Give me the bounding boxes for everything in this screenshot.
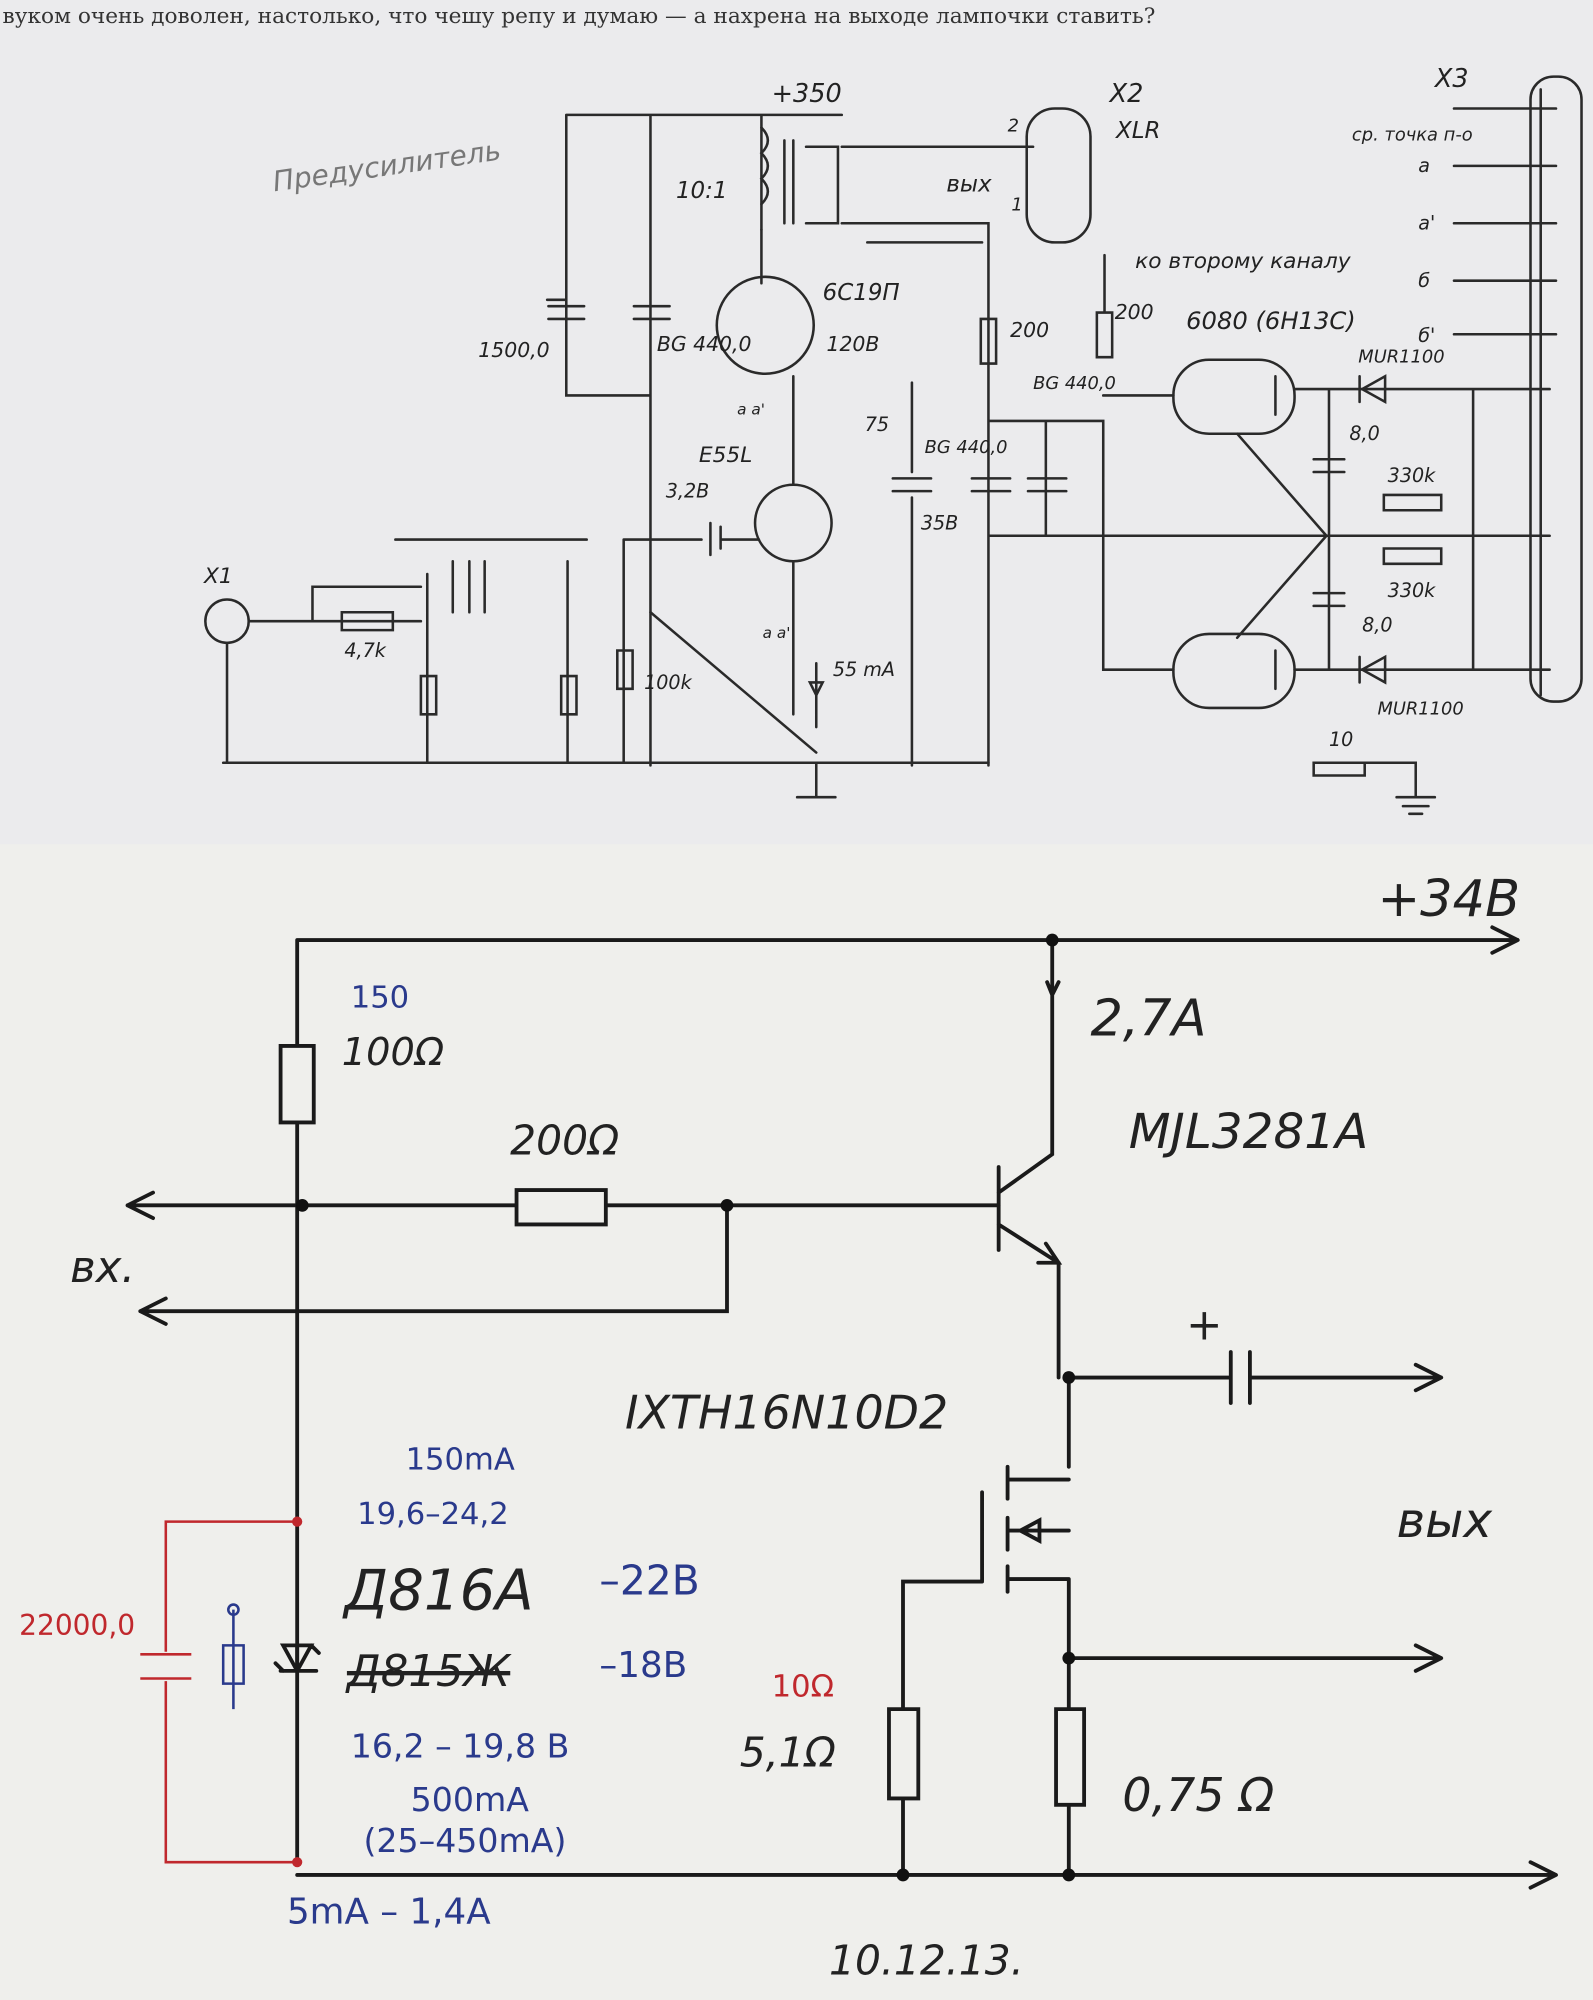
r330k-label-b: 330k [1388, 579, 1437, 602]
tube-6080-a [1172, 358, 1296, 435]
node-dot [295, 1198, 309, 1212]
r100k-label: 100k [644, 671, 693, 694]
node-dot [720, 1198, 734, 1212]
x3-pin-2: а' [1418, 212, 1435, 235]
r47k-label: 4,7k [344, 639, 386, 662]
v120-label: 120В [826, 332, 879, 356]
node-dot [1062, 1371, 1076, 1384]
r-top-alt: 150 [351, 981, 409, 1016]
transistor-label: MJL3281A [1129, 1104, 1369, 1160]
node-dot [1062, 1651, 1076, 1665]
second-channel-label: ко второму каналу [1135, 249, 1352, 274]
x1-label: X1 [203, 564, 233, 589]
node-dot-red [292, 1516, 303, 1527]
input-label: вх. [70, 1243, 135, 1293]
node-dot [1062, 1868, 1076, 1882]
x3-pin-0: ср. точка п-о [1352, 124, 1473, 145]
supply-350: +350 [772, 79, 842, 109]
tube2-label: E55L [699, 443, 752, 468]
bottom-labels: +34В 2,7А MJL3281A 150 100Ω 200Ω вх. IXT… [19, 870, 1520, 1985]
output-label: вых [1397, 1493, 1494, 1549]
red-cap-label: 22000,0 [19, 1609, 135, 1642]
top-sheet [0, 0, 1593, 845]
r330k-label-a: 330k [1388, 464, 1437, 487]
supply-34v: +34В [1377, 870, 1520, 929]
r-gate-old: 5,1Ω [740, 1729, 836, 1777]
r200-label-a: 200 [1010, 318, 1049, 342]
diode1-label: MUR1100 [1358, 346, 1444, 367]
zener2-range: 16,2 – 19,8 В [351, 1727, 570, 1766]
v32-label: 3,2В [666, 479, 710, 502]
x2-connector [1025, 107, 1092, 244]
c8-label-b: 8,0 [1362, 613, 1392, 636]
zener1-voltage: –22В [599, 1556, 699, 1604]
c440-label-3: BG 440,0 [1033, 373, 1116, 394]
zener1-label: Д816А [341, 1559, 533, 1624]
zener-sketch-blue [221, 1609, 245, 1710]
v35-label: 35В [921, 511, 958, 534]
zener2-current: 500mA [411, 1780, 530, 1819]
r-base-label: 200Ω [510, 1116, 619, 1164]
pin1-label: 1 [1011, 195, 1022, 216]
r-gate-new: 10Ω [772, 1669, 834, 1704]
r200-label-b: 200 [1115, 300, 1154, 324]
cap-plus: + [1186, 1300, 1222, 1350]
zener-sketch-dot [227, 1603, 240, 1617]
tube1-label: 6С19П [823, 280, 900, 306]
zener2-current-range: (25–450mA) [363, 1821, 566, 1860]
r10-label: 10 [1329, 728, 1353, 751]
x3-label: X3 [1433, 64, 1469, 94]
caption-text: вуком очень доволен, настолько, что чешу… [3, 4, 1156, 29]
r75-label: 75 [865, 413, 889, 436]
r-top-label: 100Ω [342, 1030, 444, 1075]
xlr-label: XLR [1115, 118, 1160, 144]
r-source-label: 0,75 Ω [1122, 1768, 1274, 1822]
x3-pin-1: а [1418, 154, 1430, 177]
pin2-label: 2 [1008, 115, 1019, 136]
collector-current: 2,7А [1090, 990, 1206, 1049]
x3-pin-4: б' [1418, 324, 1435, 347]
zener2-voltage: –18В [599, 1645, 687, 1686]
c1500-label: 1500,0 [478, 338, 549, 362]
bottom-schematic [125, 925, 1558, 1890]
node-dot [896, 1868, 910, 1882]
current-range: 5mA – 1,4A [287, 1891, 491, 1932]
node-dot [1045, 933, 1059, 947]
c440-label-2: BG 440,0 [925, 437, 1008, 458]
tube3-label: 6080 (6Н13С) [1186, 307, 1356, 335]
i55-label: 55 mA [833, 658, 895, 681]
diode2-label: MUR1100 [1377, 698, 1463, 719]
x3-pin-3: б [1418, 269, 1430, 292]
zener-current: 150mA [406, 1442, 515, 1477]
tube-6s19p [715, 275, 815, 376]
tube2-pins: а а' [763, 624, 791, 642]
bottom-sheet [0, 844, 1593, 2000]
x2-label: X2 [1108, 79, 1144, 109]
c8-label-a: 8,0 [1349, 422, 1379, 445]
c440-label-1: BG 440,0 [657, 332, 752, 356]
mosfet-label: IXTH16N10D2 [625, 1386, 948, 1440]
zener-range: 19,6–24,2 [357, 1497, 509, 1532]
date-label: 10.12.13. [829, 1936, 1024, 1984]
transformer-ratio: 10:1 [676, 178, 728, 204]
zener2-label-struck: Д815Ж [345, 1647, 513, 1697]
vyh-label: вых [946, 171, 992, 197]
node-dot-red [292, 1857, 303, 1868]
tube1-pins: а а' [737, 401, 765, 419]
top-schematic [204, 75, 1583, 816]
